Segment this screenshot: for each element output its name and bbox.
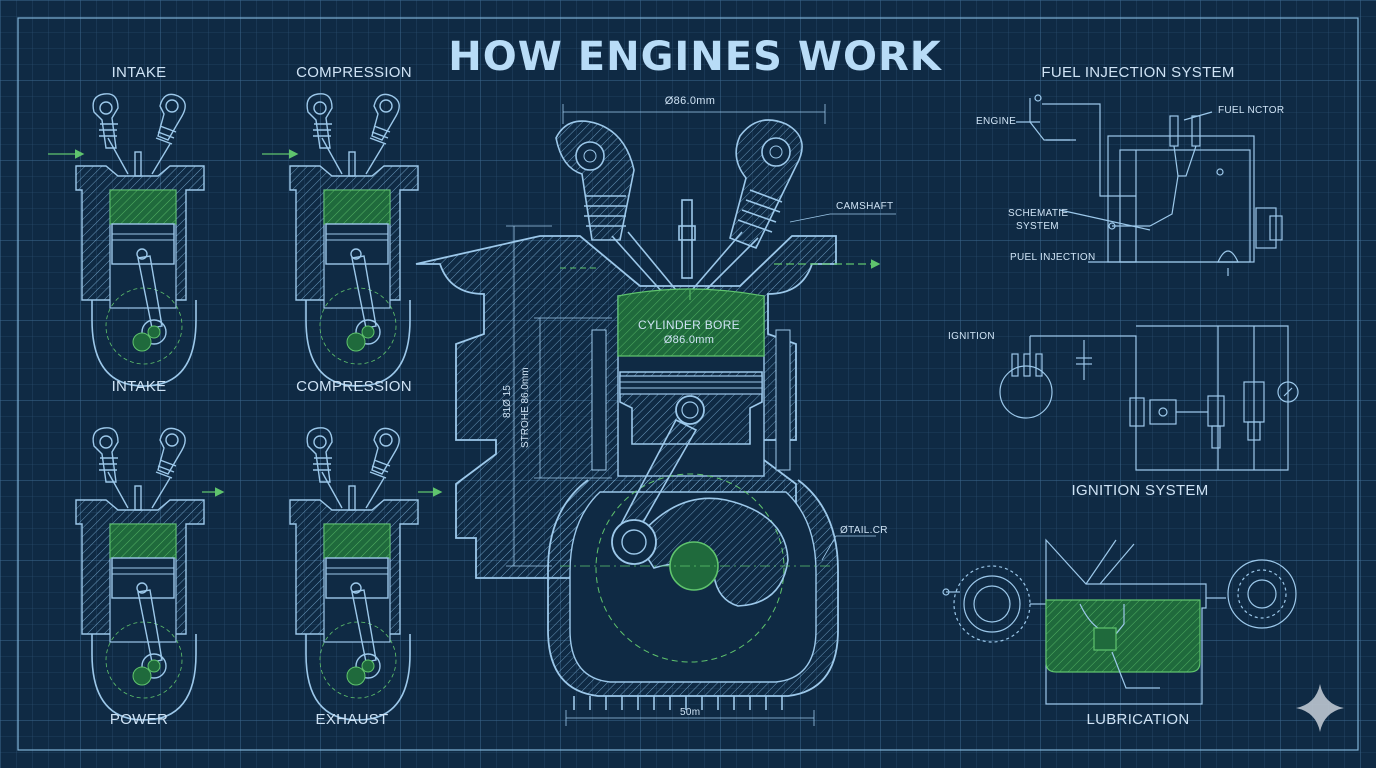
compression-stroke-diagram [262,92,419,387]
engine-label: ENGINE [976,116,1017,127]
fuel-injection-title: FUEL INJECTION SYSTEM [1041,64,1235,81]
stroke-dimension-alt-label: 81Ø 15 [502,385,513,418]
fuel-injection-label: PUEL INJECTION [1010,252,1096,263]
page-title: HOW ENGINES WORK [448,34,942,80]
power-label: POWER [109,711,169,728]
fuel-injection-schematic [1016,94,1283,276]
intake-stroke-diagram [48,92,205,387]
cylinder-bore-label: CYLINDER BORE [638,318,740,332]
ignition-schematic [999,325,1299,471]
compression-label-mid: COMPRESSION [296,378,412,395]
crank-label: ØTAIL.CR [840,525,888,536]
system-label: SYSTEM [1016,221,1059,232]
lubrication-schematic [942,538,1297,705]
exhaust-label: EXHAUST [315,711,389,728]
main-engine-cross-section [415,104,896,726]
compression-label-top: COMPRESSION [296,64,412,81]
schematic-label: SCHEMATIE [1008,208,1069,219]
ignition-system-title: IGNITION SYSTEM [1071,482,1209,499]
fuel-injector-label: FUEL NCTOR [1218,105,1285,116]
power-stroke-diagram [75,426,225,721]
bore-dimension-label: Ø86.0mm [664,95,716,107]
cylinder-bore-dimension: Ø86.0mm [663,334,715,346]
ignition-label: IGNITION [948,331,995,342]
stroke-dimension-label: STROHE 86.0mm [520,367,531,448]
sparkle-icon [1296,684,1344,732]
exhaust-stroke-diagram [289,426,443,721]
camshaft-label: CAMSHAFT [836,201,894,212]
lubrication-title: LUBRICATION [1086,711,1190,728]
intake-label-mid: INTAKE [111,378,167,395]
intake-label-top: INTAKE [111,64,167,81]
width-dimension-label: 50m [680,707,701,718]
